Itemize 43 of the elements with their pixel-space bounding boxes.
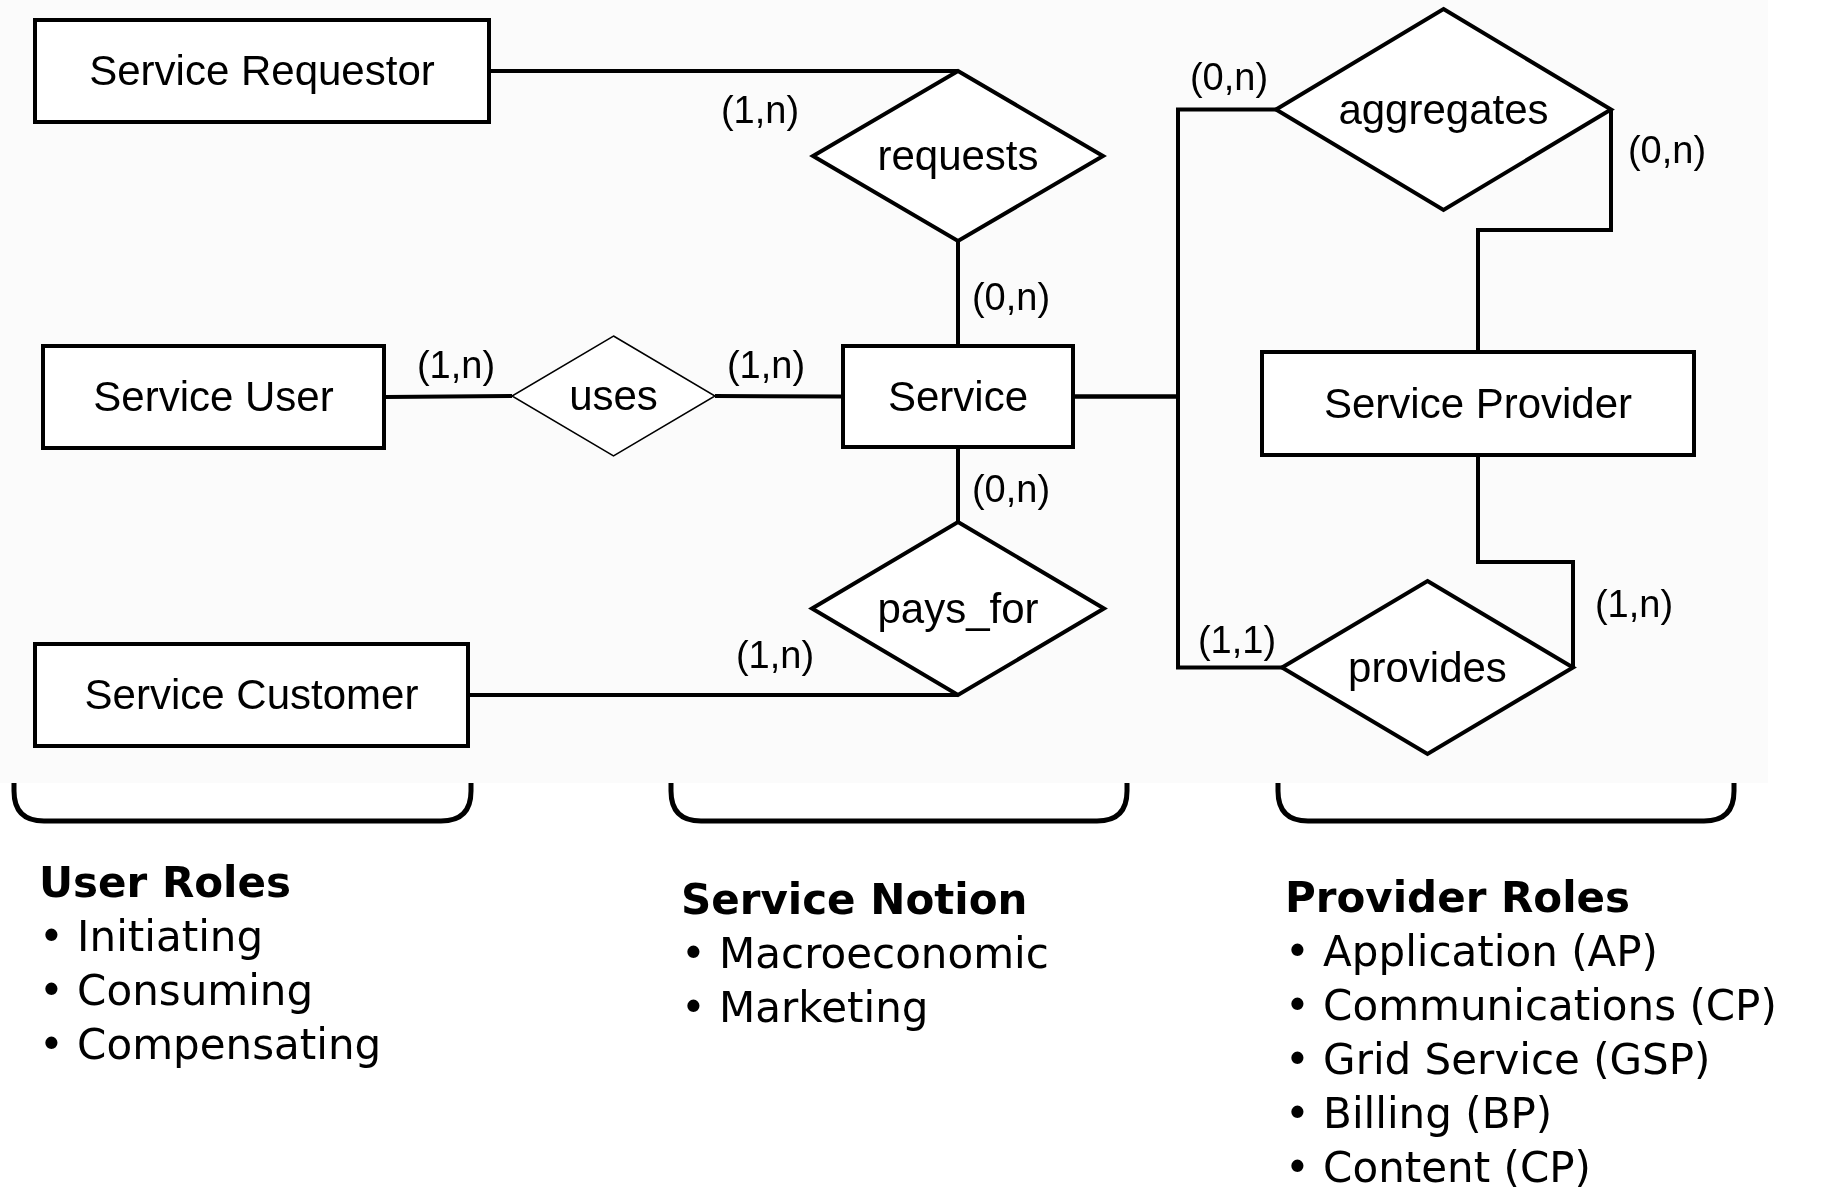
cardinality-label: (1,n): [735, 633, 815, 677]
entity-name: Service Customer: [84, 671, 419, 719]
cardinality-label: (0,n): [971, 467, 1051, 511]
entity-box: [1260, 350, 1696, 457]
connector-line: [491, 69, 958, 73]
cardinality-label: (1,1): [1197, 618, 1277, 662]
connector-line: [470, 693, 958, 697]
list-item: • Application (AP): [1285, 926, 1659, 978]
cardinality-label: (0,n): [971, 275, 1051, 319]
cardinality-label: (1,n): [416, 343, 496, 387]
section-heading: Service Notion: [681, 874, 1029, 926]
cardinality-label: (1,n): [726, 343, 806, 387]
connector-line: [1075, 394, 1282, 670]
list-item: • Consuming: [39, 965, 315, 1017]
entity-box: [33, 18, 491, 124]
list-item: • Grid Service (GSP): [1285, 1034, 1712, 1086]
connector-line: [715, 394, 841, 399]
list-item: • Macroeconomic: [681, 928, 1049, 980]
entity-box: [841, 344, 1075, 449]
connector-line: [956, 241, 960, 344]
relationship-diamond: [512, 336, 715, 456]
entity-name: Service Requestor: [89, 47, 435, 95]
connector-line: [956, 449, 960, 522]
entity-name: Service Provider: [1323, 379, 1633, 428]
section-heading: Provider Roles: [1285, 872, 1632, 924]
list-item: • Billing (BP): [1285, 1088, 1554, 1140]
entity-name: Service User: [93, 373, 334, 421]
entity-name: Service: [887, 372, 1029, 421]
entity-box: [41, 344, 386, 450]
relationship-name: uses: [569, 372, 658, 420]
entity-box: [33, 642, 470, 748]
cardinality-label: (0,n): [1189, 55, 1269, 99]
cardinality-label: (1,n): [1594, 582, 1674, 626]
connector-line: [386, 394, 512, 399]
list-item: • Communications (CP): [1285, 980, 1777, 1032]
cardinality-label: (0,n): [1627, 128, 1707, 172]
list-item: • Initiating: [39, 911, 265, 963]
list-item: • Compensating: [39, 1019, 382, 1071]
cardinality-label: (1,n): [720, 88, 800, 132]
relationship-name: requests: [877, 132, 1039, 180]
section-heading: User Roles: [39, 857, 292, 909]
list-item: • Content (CP): [1285, 1142, 1592, 1194]
list-item: • Marketing: [681, 982, 930, 1034]
